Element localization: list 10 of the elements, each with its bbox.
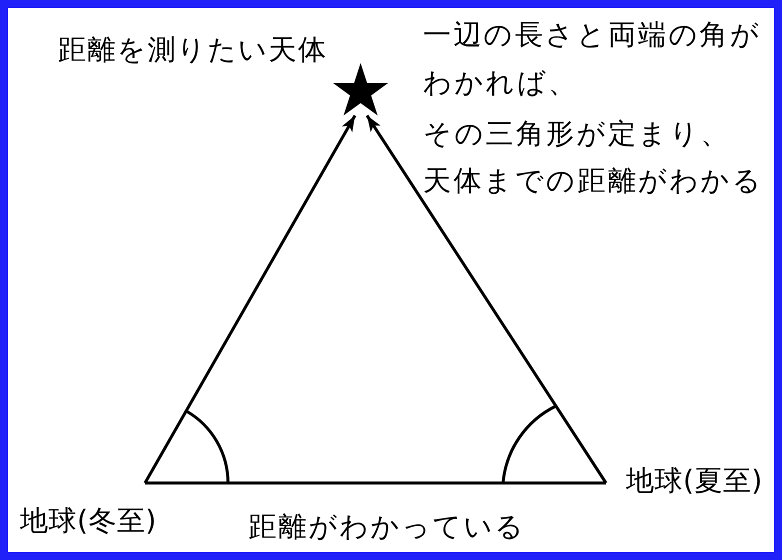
arrow <box>144 114 356 484</box>
note-text: 天体までの距離がわかる <box>423 163 764 199</box>
position-label: 地球(夏至) <box>626 464 763 498</box>
note-text: その三角形が定まり、 <box>423 116 731 152</box>
caption-text: 距離を測りたい天体 <box>58 33 328 67</box>
star <box>333 63 389 116</box>
arrow <box>366 114 608 484</box>
position-label: 地球(冬至) <box>20 504 157 538</box>
line <box>145 482 606 484</box>
note-text: 一辺の長さと両端の角がわかれば、 <box>423 17 762 101</box>
